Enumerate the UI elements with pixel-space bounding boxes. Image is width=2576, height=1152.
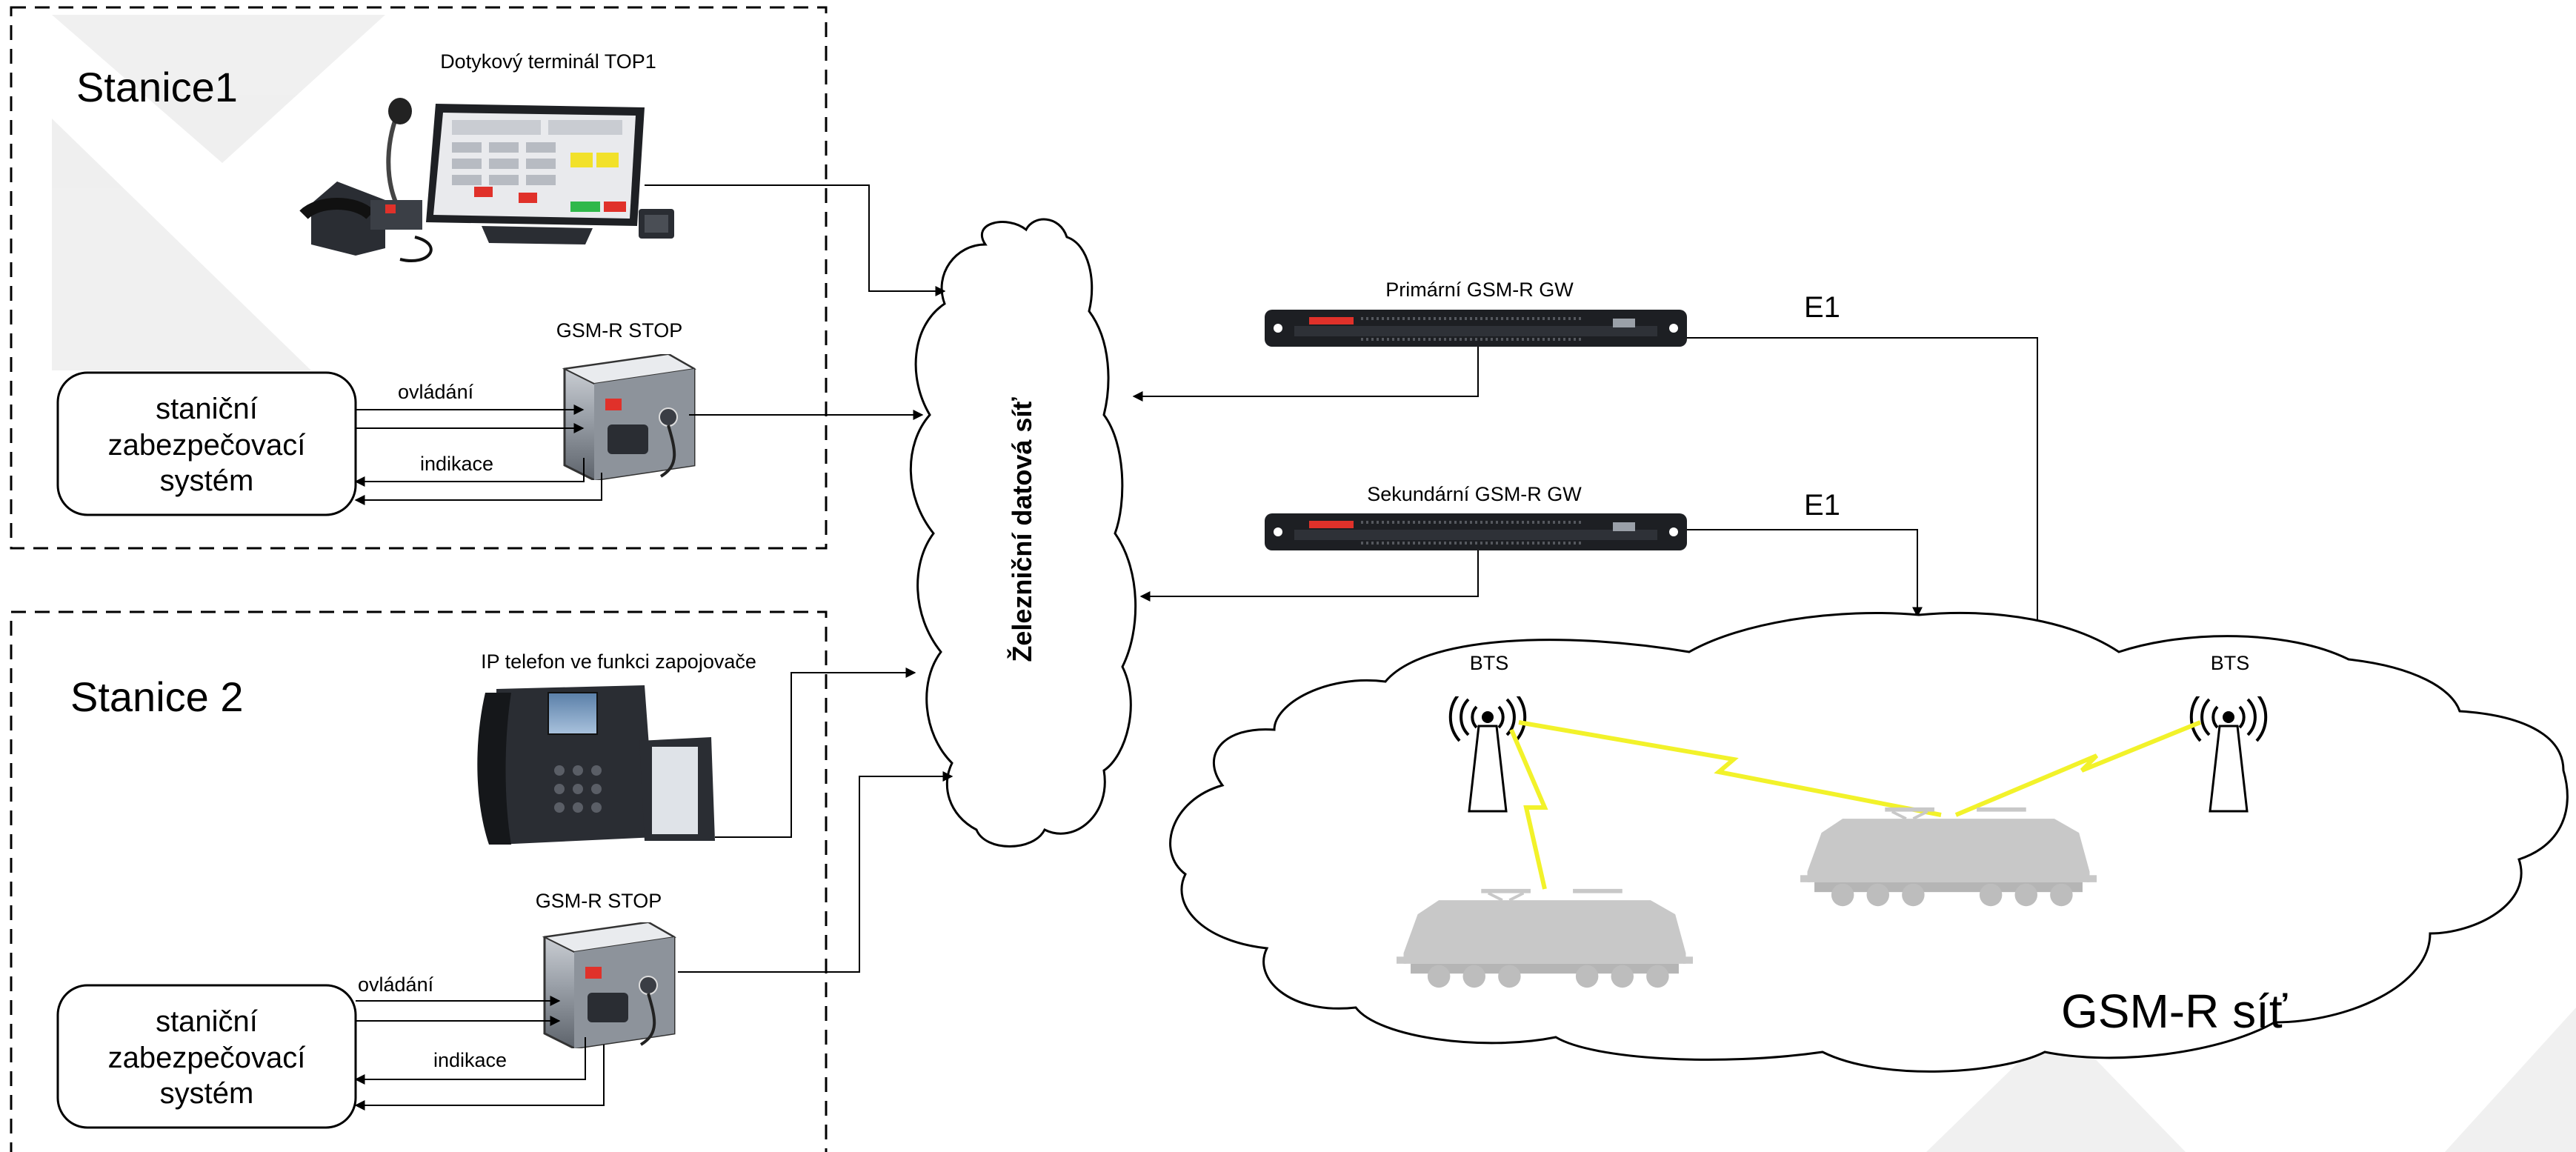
- gateway-links: [1132, 337, 2043, 645]
- interlocking-system-1: staniční zabezpečovací systém: [56, 371, 357, 516]
- bts-tower-1: BTS: [1448, 652, 1527, 813]
- interlocking2-line1: staniční: [156, 1005, 258, 1038]
- control-label-2: ovládání: [358, 973, 434, 996]
- control-label-1: ovládání: [398, 381, 474, 403]
- touch-terminal: Dotykový terminál TOP1: [299, 50, 674, 262]
- station2-boundary: [10, 610, 828, 1152]
- station1-boundary: [10, 6, 828, 550]
- secondary-gateway: Sekundární GSM-R GW E1: [1265, 483, 1840, 550]
- secondary-gw-label: Sekundární GSM-R GW: [1367, 483, 1582, 505]
- station2-control-lines: [354, 996, 605, 1111]
- stop2-label: GSM-R STOP: [536, 890, 662, 912]
- station1-title: Stanice1: [76, 64, 238, 110]
- indication-label-1: indikace: [420, 453, 493, 475]
- bts2-label: BTS: [2211, 652, 2250, 674]
- interlocking2-line3: systém: [160, 1077, 254, 1110]
- indication-label-2: indikace: [433, 1049, 507, 1071]
- primary-gateway: Primární GSM-R GW E1: [1265, 279, 1840, 347]
- ip-phone-label: IP telefon ve funkci zapojovače: [481, 650, 756, 673]
- network-links: [645, 184, 953, 973]
- interlocking1-line1: staniční: [156, 393, 258, 425]
- bts-tower-2: BTS: [2189, 652, 2268, 813]
- ip-phone: IP telefon ve funkci zapojovače: [477, 650, 756, 845]
- bts1-label: BTS: [1470, 652, 1509, 674]
- interlocking1-line3: systém: [160, 465, 254, 497]
- train-1: [1397, 887, 1693, 990]
- interlocking2-line2: zabezpečovací: [108, 1042, 306, 1074]
- train-2: [1800, 805, 2097, 908]
- station1-control-lines: [354, 404, 602, 505]
- secondary-e1-label: E1: [1804, 489, 1840, 522]
- background-decoration: [52, 15, 2576, 1152]
- station2-title: Stanice 2: [70, 673, 244, 720]
- stop1-label: GSM-R STOP: [556, 319, 683, 342]
- data-network-label: Železniční datová síť: [1006, 397, 1037, 662]
- terminal-label: Dotykový terminál TOP1: [440, 50, 656, 73]
- radio-links: [1509, 720, 2202, 890]
- gsmr-network-label: GSM-R síť: [2061, 985, 2288, 1038]
- gsmr-stop-device-2: GSM-R STOP: [536, 890, 676, 1048]
- primary-e1-label: E1: [1804, 291, 1840, 324]
- railway-data-network-cloud: Železniční datová síť: [909, 218, 1137, 848]
- interlocking-system-2: staniční zabezpečovací systém: [56, 984, 357, 1129]
- primary-gw-label: Primární GSM-R GW: [1385, 279, 1574, 301]
- interlocking1-line2: zabezpečovací: [108, 429, 306, 462]
- gsmr-stop-device-1: GSM-R STOP: [556, 319, 696, 480]
